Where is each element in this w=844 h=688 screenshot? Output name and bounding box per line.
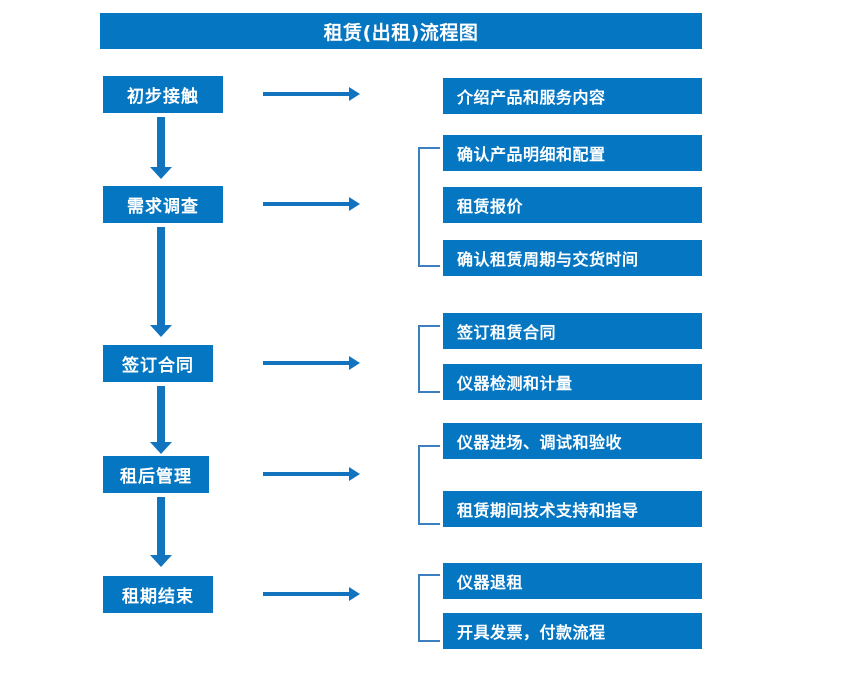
detail-box-initial-contact-1[interactable]: 介绍产品和服务内容	[443, 78, 702, 114]
detail-box-sign-contract-1[interactable]: 签订租赁合同	[443, 313, 702, 349]
connector-down-sign-contract	[150, 386, 172, 454]
detail-box-rental-period-end-2[interactable]: 开具发票，付款流程	[443, 613, 702, 649]
detail-box-requirement-survey-1[interactable]: 确认产品明细和配置	[443, 135, 702, 171]
connector-head	[150, 167, 172, 179]
flowchart-title: 租赁(出租)流程图	[100, 13, 702, 49]
arrow-shaft	[263, 592, 349, 596]
arrow-head	[349, 356, 360, 370]
arrow-right-post-rental-management	[263, 467, 360, 481]
arrow-right-initial-contact	[263, 87, 360, 101]
connector-shaft	[157, 227, 165, 325]
connector-head	[150, 555, 172, 567]
group-bracket-rental-period-end	[418, 574, 440, 642]
arrow-right-rental-period-end	[263, 587, 360, 601]
group-bracket-requirement-survey	[418, 147, 440, 267]
connector-down-requirement-survey	[150, 227, 172, 337]
detail-box-rental-period-end-1[interactable]: 仪器退租	[443, 563, 702, 599]
detail-box-post-rental-management-2[interactable]: 租赁期间技术支持和指导	[443, 491, 702, 527]
stage-box-requirement-survey[interactable]: 需求调查	[103, 186, 223, 223]
connector-shaft	[157, 117, 165, 167]
connector-head	[150, 325, 172, 337]
group-bracket-post-rental-management	[418, 445, 440, 525]
detail-box-requirement-survey-3[interactable]: 确认租赁周期与交货时间	[443, 240, 702, 276]
arrow-head	[349, 87, 360, 101]
stage-box-post-rental-management[interactable]: 租后管理	[103, 456, 209, 493]
connector-shaft	[157, 497, 165, 555]
detail-box-sign-contract-2[interactable]: 仪器检测和计量	[443, 364, 702, 400]
arrow-head	[349, 197, 360, 211]
stage-box-sign-contract[interactable]: 签订合同	[103, 345, 213, 382]
stage-box-initial-contact[interactable]: 初步接触	[103, 76, 223, 113]
connector-down-initial-contact	[150, 117, 172, 179]
connector-shaft	[157, 386, 165, 442]
arrow-shaft	[263, 202, 349, 206]
arrow-right-sign-contract	[263, 356, 360, 370]
arrow-shaft	[263, 361, 349, 365]
detail-box-post-rental-management-1[interactable]: 仪器进场、调试和验收	[443, 423, 702, 459]
arrow-right-requirement-survey	[263, 197, 360, 211]
connector-head	[150, 442, 172, 454]
detail-box-requirement-survey-2[interactable]: 租赁报价	[443, 187, 702, 223]
arrow-shaft	[263, 472, 349, 476]
arrow-shaft	[263, 92, 349, 96]
connector-down-post-rental-management	[150, 497, 172, 567]
arrow-head	[349, 587, 360, 601]
arrow-head	[349, 467, 360, 481]
group-bracket-sign-contract	[418, 325, 440, 393]
stage-box-rental-period-end[interactable]: 租期结束	[103, 576, 213, 613]
